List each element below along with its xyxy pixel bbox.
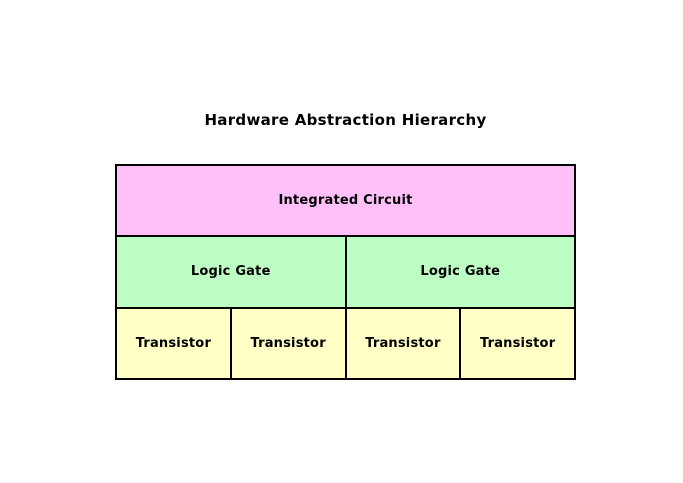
transistor-label: Transistor (365, 335, 441, 351)
level-integrated-circuit: Integrated Circuit (117, 166, 574, 236)
diagram-title: Hardware Abstraction Hierarchy (204, 111, 487, 129)
integrated-circuit-label: Integrated Circuit (278, 193, 413, 209)
integrated-circuit-box: Integrated Circuit (117, 166, 574, 236)
transistor-label: Transistor (135, 335, 212, 351)
transistor-box: Transistor (344, 308, 460, 378)
logic-gate-box: Logic Gate (344, 237, 574, 307)
level-logic-gate: Logic Gate Logic Gate (117, 235, 574, 307)
logic-gate-label: Logic Gate (190, 264, 271, 280)
logic-gate-box: Logic Gate (117, 237, 345, 307)
transistor-label: Transistor (479, 335, 556, 351)
transistor-label: Transistor (250, 335, 326, 351)
logic-gate-label: Logic Gate (420, 264, 501, 280)
transistor-box: Transistor (229, 308, 345, 378)
transistor-box: Transistor (459, 308, 574, 378)
level-transistor: Transistor Transistor Transistor Transis… (117, 306, 574, 378)
hierarchy-stack: Integrated Circuit Logic Gate Logic Gate… (115, 164, 576, 380)
transistor-box: Transistor (117, 308, 230, 378)
